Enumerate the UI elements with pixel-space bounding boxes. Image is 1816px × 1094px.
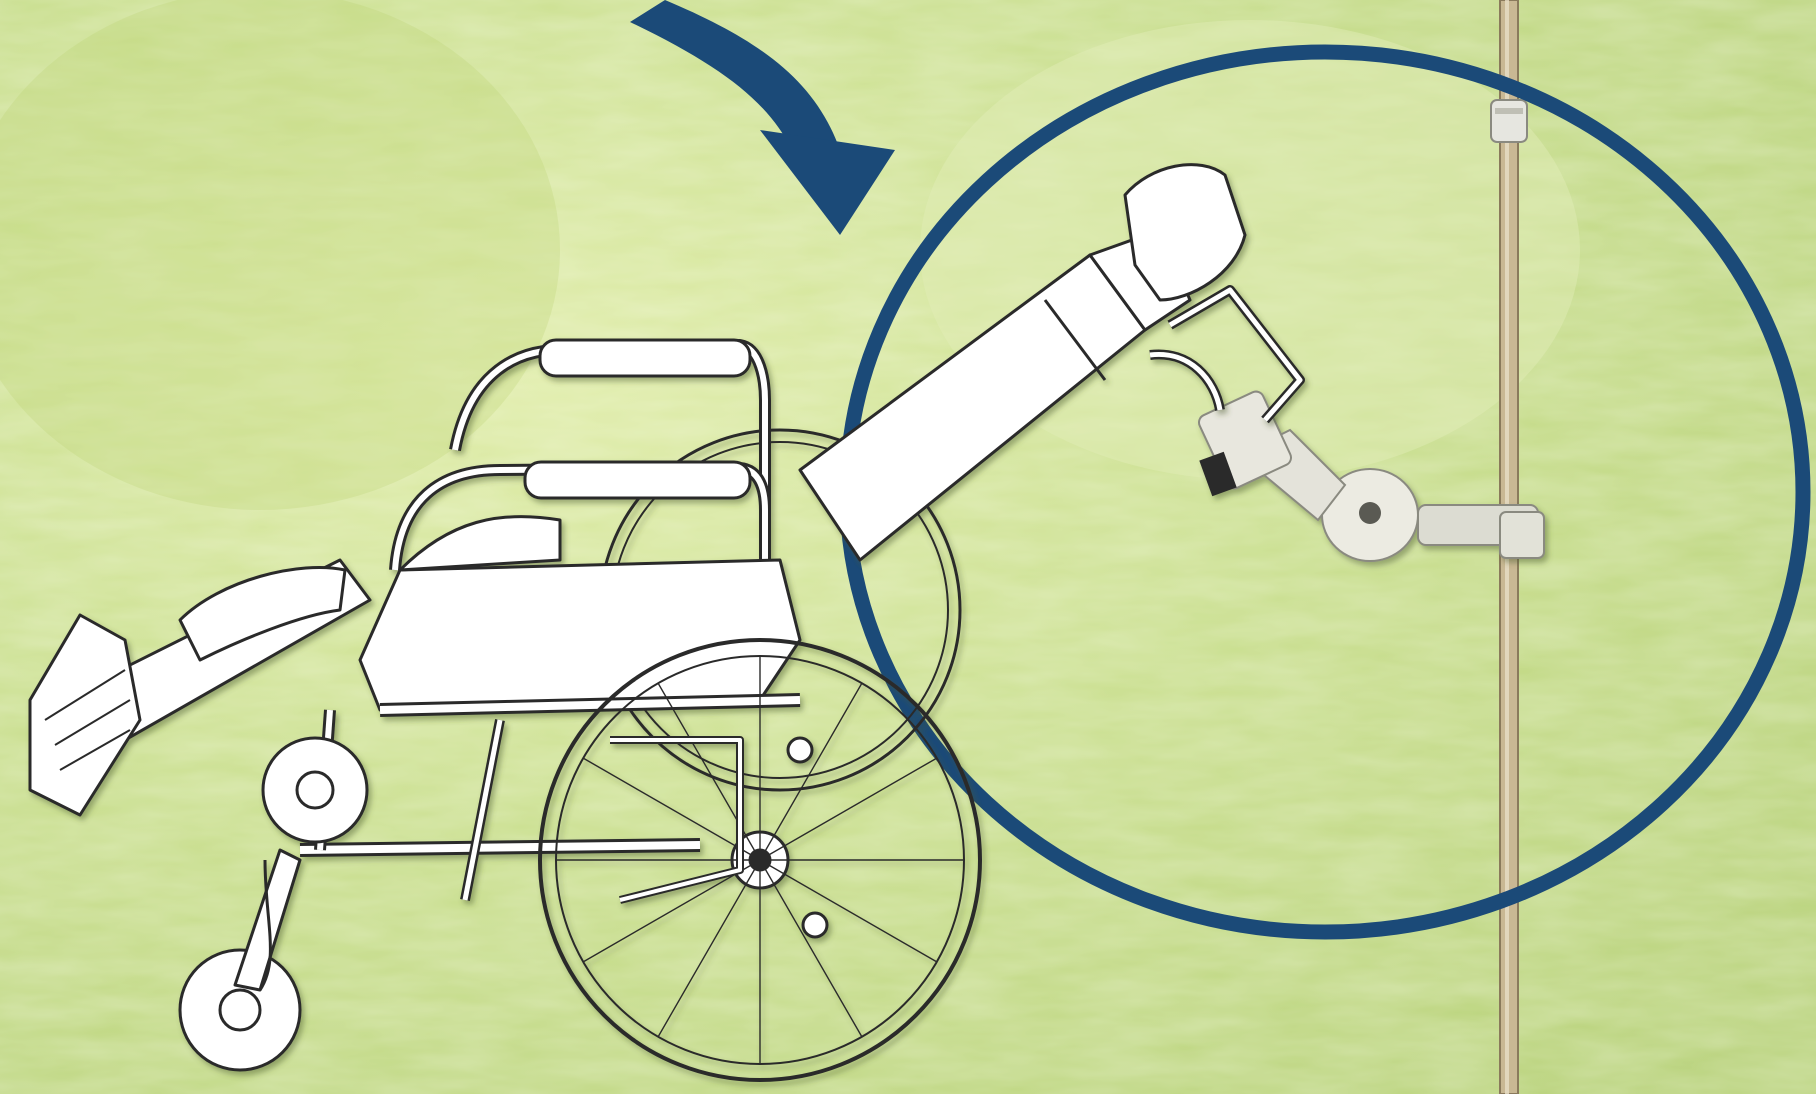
illustration-svg xyxy=(0,0,1816,1094)
illustration-canvas xyxy=(0,0,1816,1094)
